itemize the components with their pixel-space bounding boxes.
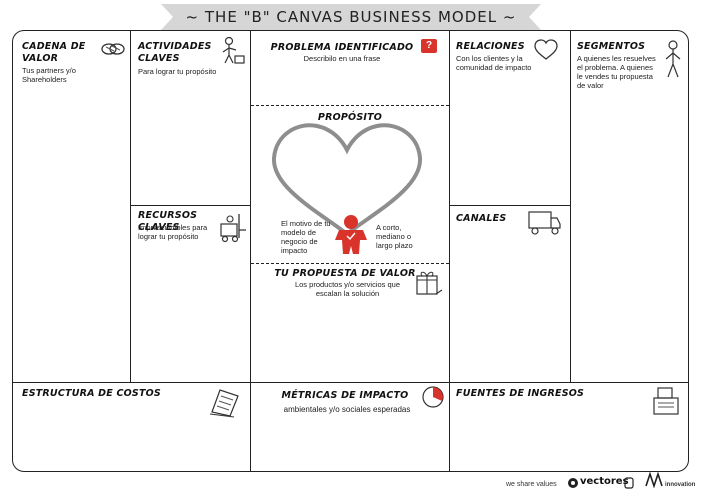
proposito-left: El motivo de tu modelo de negocio de imp… bbox=[281, 219, 331, 255]
propuesta-desc: Los productos y/o servicios que escalan … bbox=[294, 280, 401, 298]
person-icon bbox=[335, 215, 367, 254]
problema-desc: Describilo en una frase bbox=[303, 54, 381, 63]
heart-outline-icon bbox=[534, 39, 558, 60]
vectores-logo-icon bbox=[568, 478, 578, 488]
worker-icon bbox=[222, 36, 245, 64]
dashed-divider bbox=[251, 263, 449, 264]
innovation-logo-icon bbox=[645, 472, 663, 488]
footer-tagline: we share values bbox=[506, 481, 557, 488]
divider bbox=[13, 382, 688, 384]
gift-box-icon bbox=[416, 271, 443, 295]
handshake-icon bbox=[101, 43, 125, 55]
actividades-title: ACTIVIDADES CLAVES bbox=[138, 41, 212, 64]
cash-register-icon bbox=[653, 387, 679, 415]
proposito-title: PROPÓSITO bbox=[317, 112, 383, 123]
relaciones-desc: Con los clientes y la comunidad de impac… bbox=[456, 54, 532, 72]
footer-brand-vectores: vectores bbox=[580, 476, 629, 487]
badge-icon bbox=[624, 477, 634, 489]
actividades-desc: Para lograr tu propósito bbox=[138, 67, 217, 76]
divider bbox=[131, 205, 250, 207]
footer-brand-innovation: innovation bbox=[665, 482, 696, 488]
canvas-board bbox=[12, 30, 689, 472]
relaciones-title: RELACIONES bbox=[456, 41, 525, 52]
divider bbox=[250, 31, 252, 471]
divider bbox=[450, 205, 570, 207]
dashed-divider bbox=[251, 105, 449, 106]
recursos-title: RECURSOS CLAVES bbox=[138, 210, 198, 233]
costos-title: ESTRUCTURA DE COSTOS bbox=[22, 388, 161, 399]
metricas-desc: ambientales y/o sociales esperadas bbox=[283, 405, 411, 414]
title-banner bbox=[161, 4, 541, 30]
truck-icon bbox=[528, 211, 561, 235]
cadena-desc: Tus partners y/o Shareholders bbox=[22, 66, 76, 84]
heart-icon bbox=[271, 123, 423, 237]
divider bbox=[449, 31, 451, 471]
propuesta-title: TU PROPUESTA DE VALOR bbox=[274, 268, 416, 279]
divider bbox=[130, 31, 132, 383]
cadena-title: CADENA DE VALOR bbox=[22, 41, 86, 64]
receipt-icon bbox=[209, 389, 239, 418]
customer-icon bbox=[665, 40, 681, 78]
divider bbox=[570, 31, 572, 383]
forklift-icon bbox=[220, 214, 246, 243]
question-icon: ? bbox=[421, 39, 437, 53]
page-title: ~ THE "B" CANVAS BUSINESS MODEL ~ bbox=[185, 8, 517, 26]
segmentos-title: SEGMENTOS bbox=[577, 41, 646, 52]
recursos-desc: Imprescindibles para lograr tu propósito bbox=[138, 223, 208, 241]
canales-title: CANALES bbox=[456, 213, 507, 224]
pie-chart-icon bbox=[422, 386, 444, 408]
ingresos-title: FUENTES DE INGRESOS bbox=[456, 388, 585, 399]
problema-title: PROBLEMA IDENTIFICADO bbox=[270, 42, 414, 53]
metricas-title: MÉTRICAS DE IMPACTO bbox=[281, 390, 409, 401]
segmentos-desc: A quienes les resuelves el problema. A q… bbox=[577, 54, 656, 90]
proposito-right: A corto, mediano o largo plazo bbox=[376, 223, 413, 250]
